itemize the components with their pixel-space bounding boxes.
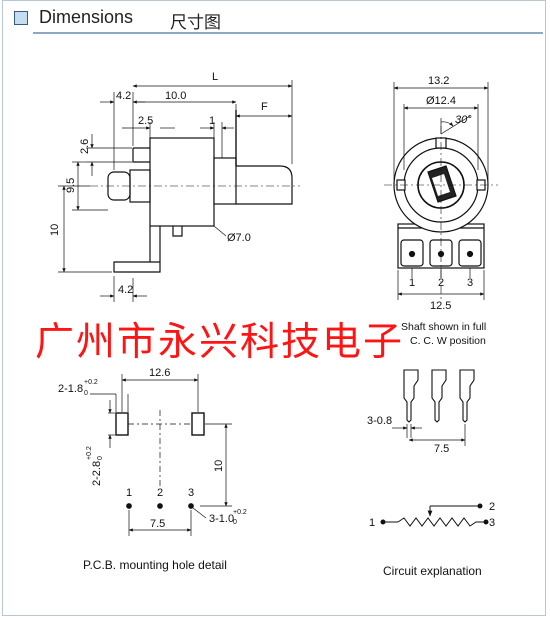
label-10-0: 10.0 bbox=[165, 90, 186, 102]
front-pad-3 bbox=[458, 239, 482, 267]
label-diam-12-4: Ø12.4 bbox=[426, 95, 456, 107]
label-10-side: 10 bbox=[49, 224, 61, 236]
side-terminal-pin bbox=[172, 226, 183, 237]
label-12-5: 12.5 bbox=[430, 300, 451, 312]
circuit-caption: Circuit explanation bbox=[383, 564, 482, 578]
label-10-pcb: 10 bbox=[213, 460, 225, 472]
front-pad-1 bbox=[400, 239, 424, 267]
front-pin-2: 2 bbox=[438, 277, 444, 289]
label-9-5: 9.5 bbox=[65, 178, 77, 193]
header-square-icon bbox=[14, 11, 28, 25]
terminal-dot-3 bbox=[483, 519, 489, 525]
resistor-symbol bbox=[397, 517, 484, 527]
label-hole-side-tol-lower: 0 bbox=[97, 456, 104, 460]
label-30-deg: 30° bbox=[455, 114, 472, 126]
label-pin-hole-tol-lower: 0 bbox=[233, 519, 237, 526]
label-2-6: 2.6 bbox=[79, 139, 91, 154]
pcb-pin-1: 1 bbox=[126, 487, 132, 499]
circuit-terminal-1: 1 bbox=[369, 517, 375, 529]
terminal-pin-1 bbox=[403, 369, 419, 423]
shaft-note-line2: C. C. W position bbox=[410, 335, 486, 347]
side-shaft bbox=[235, 110, 293, 205]
terminal-pin-3 bbox=[459, 369, 475, 423]
label-hole-top-tol-lower: 0 bbox=[84, 390, 88, 397]
label-hole-top-tol-upper: +0.2 bbox=[84, 379, 98, 386]
header-rule bbox=[33, 32, 543, 34]
shaft-note-line1: Shaft shown in full bbox=[401, 321, 487, 333]
label-1: 1 bbox=[209, 115, 215, 127]
pcb-pin-hole-2 bbox=[157, 503, 163, 509]
header-title-cn: 尺寸图 bbox=[170, 13, 221, 32]
terminal-pin-2 bbox=[431, 369, 447, 423]
pcb-pin-2: 2 bbox=[157, 487, 163, 499]
company-name: 广州市永兴科技电子 bbox=[35, 320, 405, 365]
side-body bbox=[149, 137, 215, 227]
terminal-dimensions bbox=[392, 424, 466, 446]
label-2-5: 2.5 bbox=[138, 115, 153, 127]
front-view bbox=[384, 126, 498, 300]
front-view-dimensions bbox=[393, 82, 489, 300]
front-view-labels: 13.2 Ø12.4 30° 1 2 3 12.5 bbox=[409, 75, 473, 312]
front-pin-3: 3 bbox=[467, 277, 473, 289]
label-diam-7: Ø7.0 bbox=[227, 232, 251, 244]
circuit-labels: 1 2 3 bbox=[369, 501, 495, 529]
side-top-tab bbox=[132, 147, 150, 163]
pcb-mount-hole-left bbox=[115, 412, 129, 436]
pcb-pin-hole-1 bbox=[126, 503, 132, 509]
label-4-2-bottom: 4.2 bbox=[118, 284, 133, 296]
side-bushing bbox=[213, 157, 237, 205]
side-view-labels: L 4.2 10.0 F 2.5 1 2.6 9.5 10 Ø7.0 4.2 bbox=[49, 71, 268, 296]
label-3-0-8: 3-0.8 bbox=[367, 415, 392, 427]
circuit-terminal-2: 2 bbox=[489, 501, 495, 513]
label-4-2-top: 4.2 bbox=[116, 90, 131, 102]
label-7-5-pcb: 7.5 bbox=[150, 518, 165, 530]
pcb-mount-hole-right bbox=[191, 412, 205, 436]
terminal-dot-1 bbox=[380, 519, 386, 525]
pcb-detail bbox=[90, 374, 232, 536]
pcb-labels: 12.6 2-1.8 +0.2 0 2-2.8 +0.2 0 10 1 2 3 … bbox=[58, 367, 247, 530]
pcb-pin-hole-3 bbox=[188, 503, 194, 509]
pcb-pin-3: 3 bbox=[188, 487, 194, 499]
front-pin-1: 1 bbox=[409, 277, 415, 289]
label-13-2: 13.2 bbox=[428, 75, 449, 87]
label-7-5-terminal: 7.5 bbox=[434, 443, 449, 455]
terminal-detail bbox=[403, 369, 475, 423]
circuit-terminal-3: 3 bbox=[489, 517, 495, 529]
pcb-caption: P.C.B. mounting hole detail bbox=[83, 558, 227, 572]
section-header: Dimensions 尺寸图 bbox=[3, 1, 545, 37]
label-F: F bbox=[261, 101, 268, 113]
terminal-labels: 3-0.8 7.5 bbox=[367, 415, 449, 455]
side-terminal-leg bbox=[113, 226, 161, 273]
header-title: Dimensions bbox=[39, 7, 134, 27]
circuit-diagram bbox=[380, 503, 489, 527]
label-hole-top: 2-1.8 bbox=[58, 383, 83, 395]
label-pin-hole: 3-1.0 bbox=[209, 513, 234, 525]
side-view-dimensions bbox=[58, 80, 293, 302]
terminal-dot-2 bbox=[477, 503, 483, 509]
label-12-6: 12.6 bbox=[149, 367, 170, 379]
label-pin-hole-tol-upper: +0.2 bbox=[233, 509, 247, 516]
label-hole-side-tol-upper: +0.2 bbox=[86, 446, 93, 460]
label-hole-side: 2-2.8 bbox=[91, 461, 103, 486]
side-view bbox=[90, 110, 300, 273]
label-L: L bbox=[212, 71, 218, 83]
